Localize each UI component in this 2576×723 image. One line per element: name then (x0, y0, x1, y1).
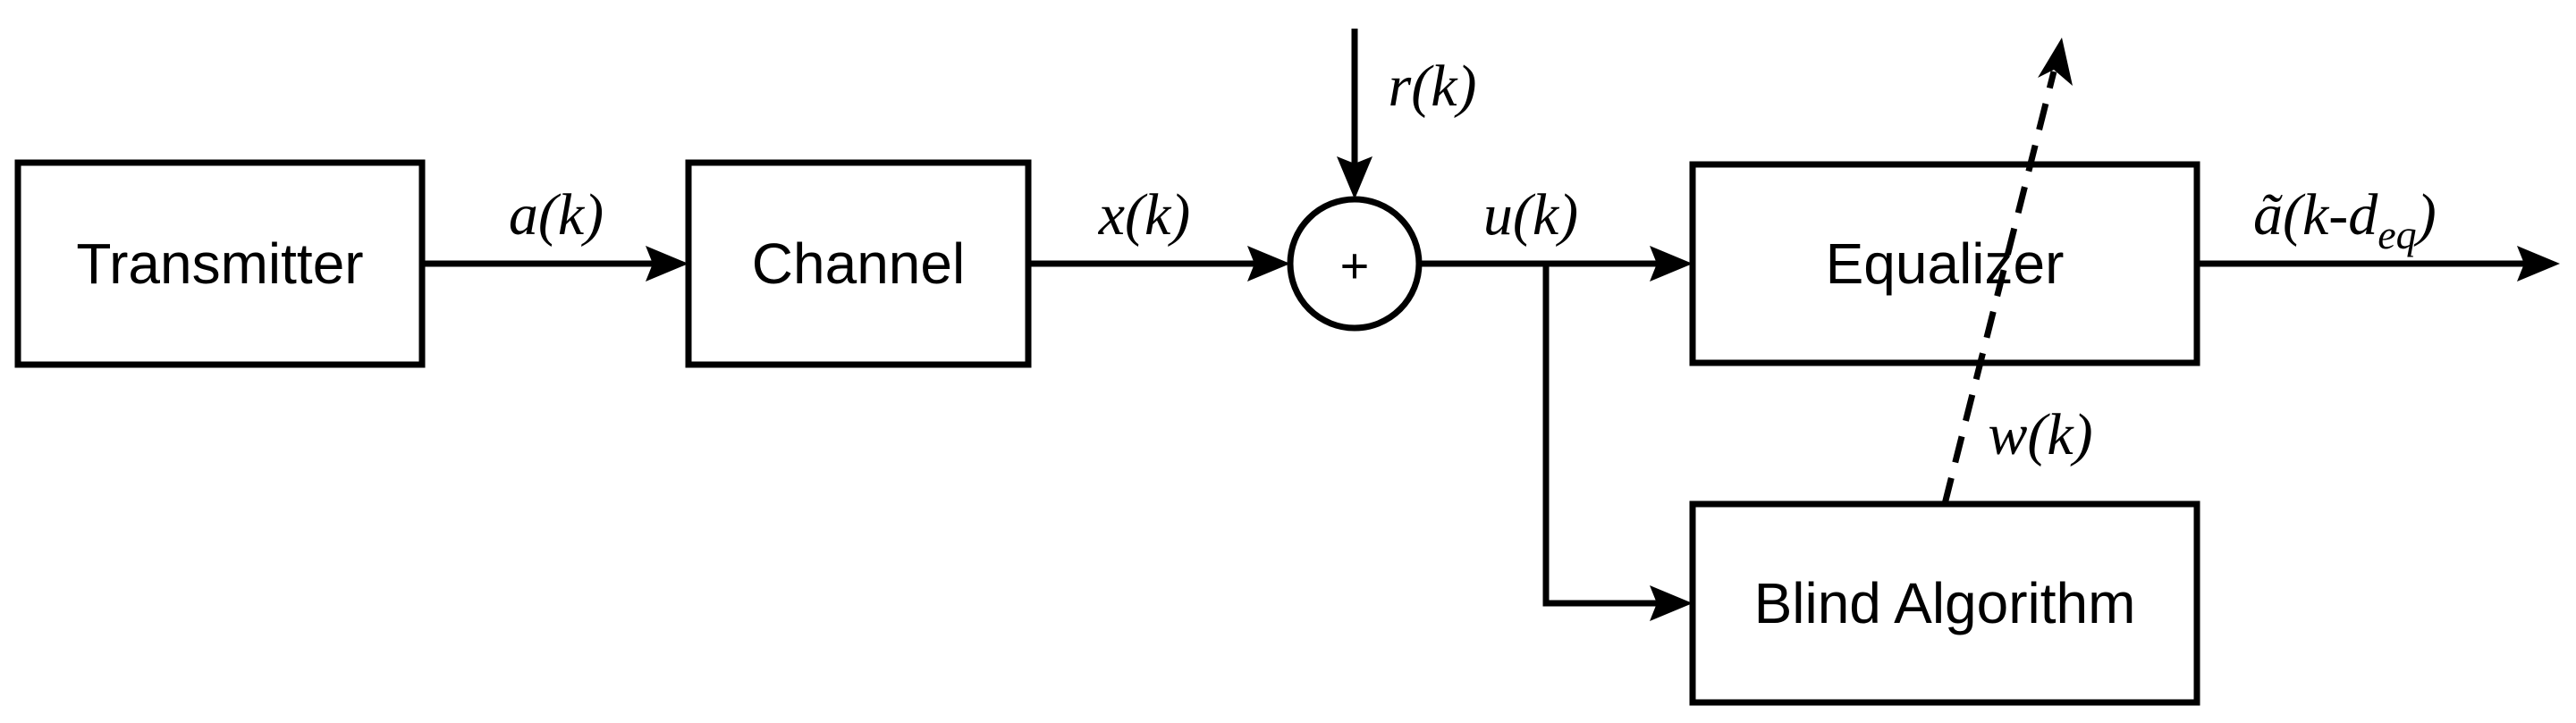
adaptation-dashed-arrow (1941, 71, 2057, 505)
equalizer-box (1689, 161, 2200, 366)
blind-algorithm-block: Blind Algorithm (1689, 500, 2200, 706)
signal-label-output-subscript: eq (2378, 212, 2416, 257)
arrowhead-noise-input (1337, 156, 1372, 199)
signal-label-output-close: ) (2413, 182, 2437, 248)
equalizer-block: Equalizer (1689, 161, 2200, 366)
signal-label-w-k: w(k) (1988, 402, 2092, 467)
plus-sign: + (1340, 238, 1370, 294)
channel-box (685, 159, 1032, 368)
channel-label: Channel (752, 231, 965, 296)
signal-label-x-k: x(k) (1098, 182, 1191, 248)
signal-label-u-k: u(k) (1483, 182, 1578, 248)
arrowhead-channel-input (646, 246, 688, 282)
blind-algorithm-box (1689, 500, 2200, 706)
arrowhead-blind-algorithm-input (1650, 585, 1693, 621)
arrowhead-sum-input (1247, 246, 1290, 282)
arrowhead-equalizer-input (1650, 246, 1693, 282)
transmitter-block: Transmitter (14, 159, 426, 368)
signal-label-output: ã(k-deq) (2253, 182, 2437, 257)
transmitter-label: Transmitter (76, 231, 363, 296)
blind-algorithm-label: Blind Algorithm (1754, 571, 2136, 635)
signal-label-a-k: a(k) (509, 182, 604, 248)
arrowhead-adaptation (2038, 38, 2073, 86)
signal-label-r-k: r(k) (1389, 54, 1477, 119)
equalizer-label: Equalizer (1826, 231, 2065, 296)
wire-branch-to-blind-algorithm (1542, 264, 1657, 607)
channel-block: Channel (685, 159, 1032, 368)
arrowhead-output (2517, 246, 2560, 282)
summing-junction: + (1287, 196, 1423, 332)
signal-label-output-main: ã(k-d (2253, 182, 2378, 248)
transmitter-box (14, 159, 426, 368)
